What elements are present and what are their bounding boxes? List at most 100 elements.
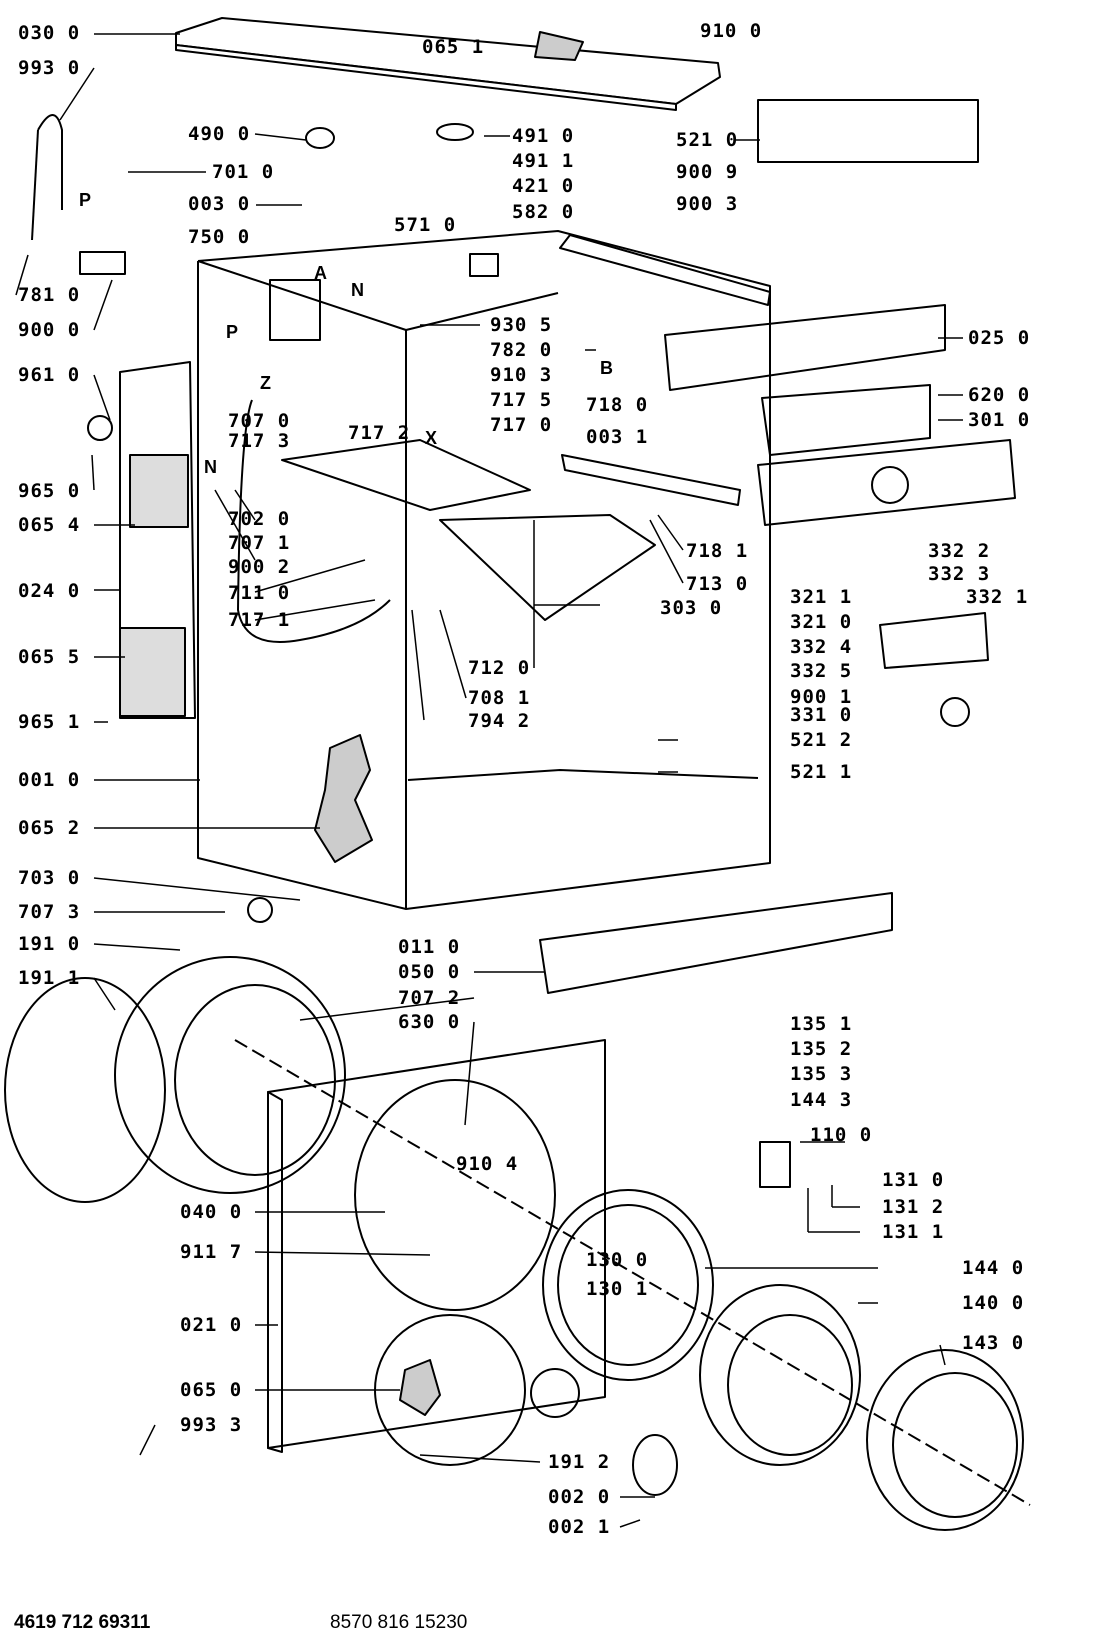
part-label-900-0: 900 0: [18, 319, 81, 341]
part-label-993-3: 993 3: [180, 1414, 243, 1436]
part-label-332-3: 332 3: [928, 563, 991, 585]
part-label-131-0: 131 0: [882, 1169, 945, 1191]
part-label-900-9: 900 9: [676, 161, 739, 183]
part-label-630-0: 630 0: [398, 1011, 461, 1033]
part-label-001-0: 001 0: [18, 769, 81, 791]
part-label-491-0: 491 0: [512, 125, 575, 147]
part-label-011-0: 011 0: [398, 936, 461, 958]
part-label-521-0: 521 0: [676, 129, 739, 151]
top-cover: [175, 17, 721, 111]
part-label-930-5: 930 5: [490, 314, 553, 336]
marker-N: N: [351, 280, 364, 300]
part-label-713-0: 713 0: [686, 573, 749, 595]
marker-N: N: [204, 457, 217, 477]
plinth: [539, 892, 893, 994]
part-label-130-0: 130 0: [586, 1249, 649, 1271]
part-label-711-0: 711 0: [228, 582, 291, 604]
part-label-065-4: 065 4: [18, 514, 81, 536]
part-label-421-0: 421 0: [512, 175, 575, 197]
part-label-910-3: 910 3: [490, 364, 553, 386]
part-label-900-3: 900 3: [676, 193, 739, 215]
document-code-left: 4619 712 69311: [14, 1612, 151, 1633]
part-label-750-0: 750 0: [188, 226, 251, 248]
part-label-332-5: 332 5: [790, 660, 853, 682]
part-label-143-0: 143 0: [962, 1332, 1025, 1354]
marker-P: P: [79, 190, 92, 210]
part-label-065-0: 065 0: [180, 1379, 243, 1401]
part-label-717-5: 717 5: [490, 389, 553, 411]
part-label-130-1: 130 1: [586, 1278, 649, 1300]
small-parts: [31, 99, 979, 1188]
cabinet: [119, 230, 771, 910]
part-label-003-0: 003 0: [188, 193, 251, 215]
detergent-drawer: [281, 234, 771, 621]
part-label-707-2: 707 2: [398, 987, 461, 1009]
part-label-900-2: 900 2: [228, 556, 291, 578]
part-label-521-1: 521 1: [790, 761, 853, 783]
part-label-050-0: 050 0: [398, 961, 461, 983]
part-label-712-0: 712 0: [468, 657, 531, 679]
front-panel: [267, 1039, 606, 1466]
part-label-707-3: 707 3: [18, 901, 81, 923]
marker-X: X: [425, 428, 438, 448]
part-label-321-0: 321 0: [790, 611, 853, 633]
part-label-521-2: 521 2: [790, 729, 853, 751]
part-label-002-1: 002 1: [548, 1516, 611, 1538]
part-label-910-4: 910 4: [456, 1153, 519, 1175]
part-label-331-0: 331 0: [790, 704, 853, 726]
part-label-910-0: 910 0: [700, 20, 763, 42]
part-label-131-1: 131 1: [882, 1221, 945, 1243]
part-label-024-0: 024 0: [18, 580, 81, 602]
part-label-701-0: 701 0: [212, 161, 275, 183]
part-label-965-1: 965 1: [18, 711, 81, 733]
part-label-144-3: 144 3: [790, 1089, 853, 1111]
door-assembly: [234, 1039, 1031, 1531]
part-label-717-1: 717 1: [228, 609, 291, 631]
part-label-965-0: 965 0: [18, 480, 81, 502]
document-code-center: 8570 816 15230: [330, 1612, 468, 1633]
part-label-065-2: 065 2: [18, 817, 81, 839]
part-label-332-4: 332 4: [790, 636, 853, 658]
part-label-140-0: 140 0: [962, 1292, 1025, 1314]
part-label-718-0: 718 0: [586, 394, 649, 416]
part-label-191-1: 191 1: [18, 967, 81, 989]
control-panel: [664, 304, 1016, 727]
part-label-301-0: 301 0: [968, 409, 1031, 431]
part-label-332-1: 332 1: [966, 586, 1029, 608]
part-label-030-0: 030 0: [18, 22, 81, 44]
part-label-131-2: 131 2: [882, 1196, 945, 1218]
part-label-781-0: 781 0: [18, 284, 81, 306]
part-label-135-3: 135 3: [790, 1063, 853, 1085]
part-label-002-0: 002 0: [548, 1486, 611, 1508]
part-label-794-2: 794 2: [468, 710, 531, 732]
part-label-065-5: 065 5: [18, 646, 81, 668]
part-label-702-0: 702 0: [228, 508, 291, 530]
part-label-025-0: 025 0: [968, 327, 1031, 349]
part-label-321-1: 321 1: [790, 586, 853, 608]
marker-A: A: [314, 263, 327, 283]
marker-Z: Z: [260, 373, 271, 393]
part-label-782-0: 782 0: [490, 339, 553, 361]
part-label-110-0: 110 0: [810, 1124, 873, 1146]
part-label-491-1: 491 1: [512, 150, 575, 172]
part-label-021-0: 021 0: [180, 1314, 243, 1336]
part-label-717-2: 717 2: [348, 422, 411, 444]
part-label-708-1: 708 1: [468, 687, 531, 709]
part-label-003-1: 003 1: [586, 426, 649, 448]
part-label-718-1: 718 1: [686, 540, 749, 562]
part-label-135-2: 135 2: [790, 1038, 853, 1060]
part-label-332-2: 332 2: [928, 540, 991, 562]
part-label-961-0: 961 0: [18, 364, 81, 386]
part-label-620-0: 620 0: [968, 384, 1031, 406]
part-label-703-0: 703 0: [18, 867, 81, 889]
part-label-135-1: 135 1: [790, 1013, 853, 1035]
part-label-900-1: 900 1: [790, 686, 853, 708]
rear-drum: [4, 956, 346, 1203]
part-label-065-1: 065 1: [422, 36, 485, 58]
part-label-144-0: 144 0: [962, 1257, 1025, 1279]
marker-P: P: [226, 322, 239, 342]
part-label-040-0: 040 0: [180, 1201, 243, 1223]
part-label-717-0: 717 0: [490, 414, 553, 436]
part-label-191-2: 191 2: [548, 1451, 611, 1473]
